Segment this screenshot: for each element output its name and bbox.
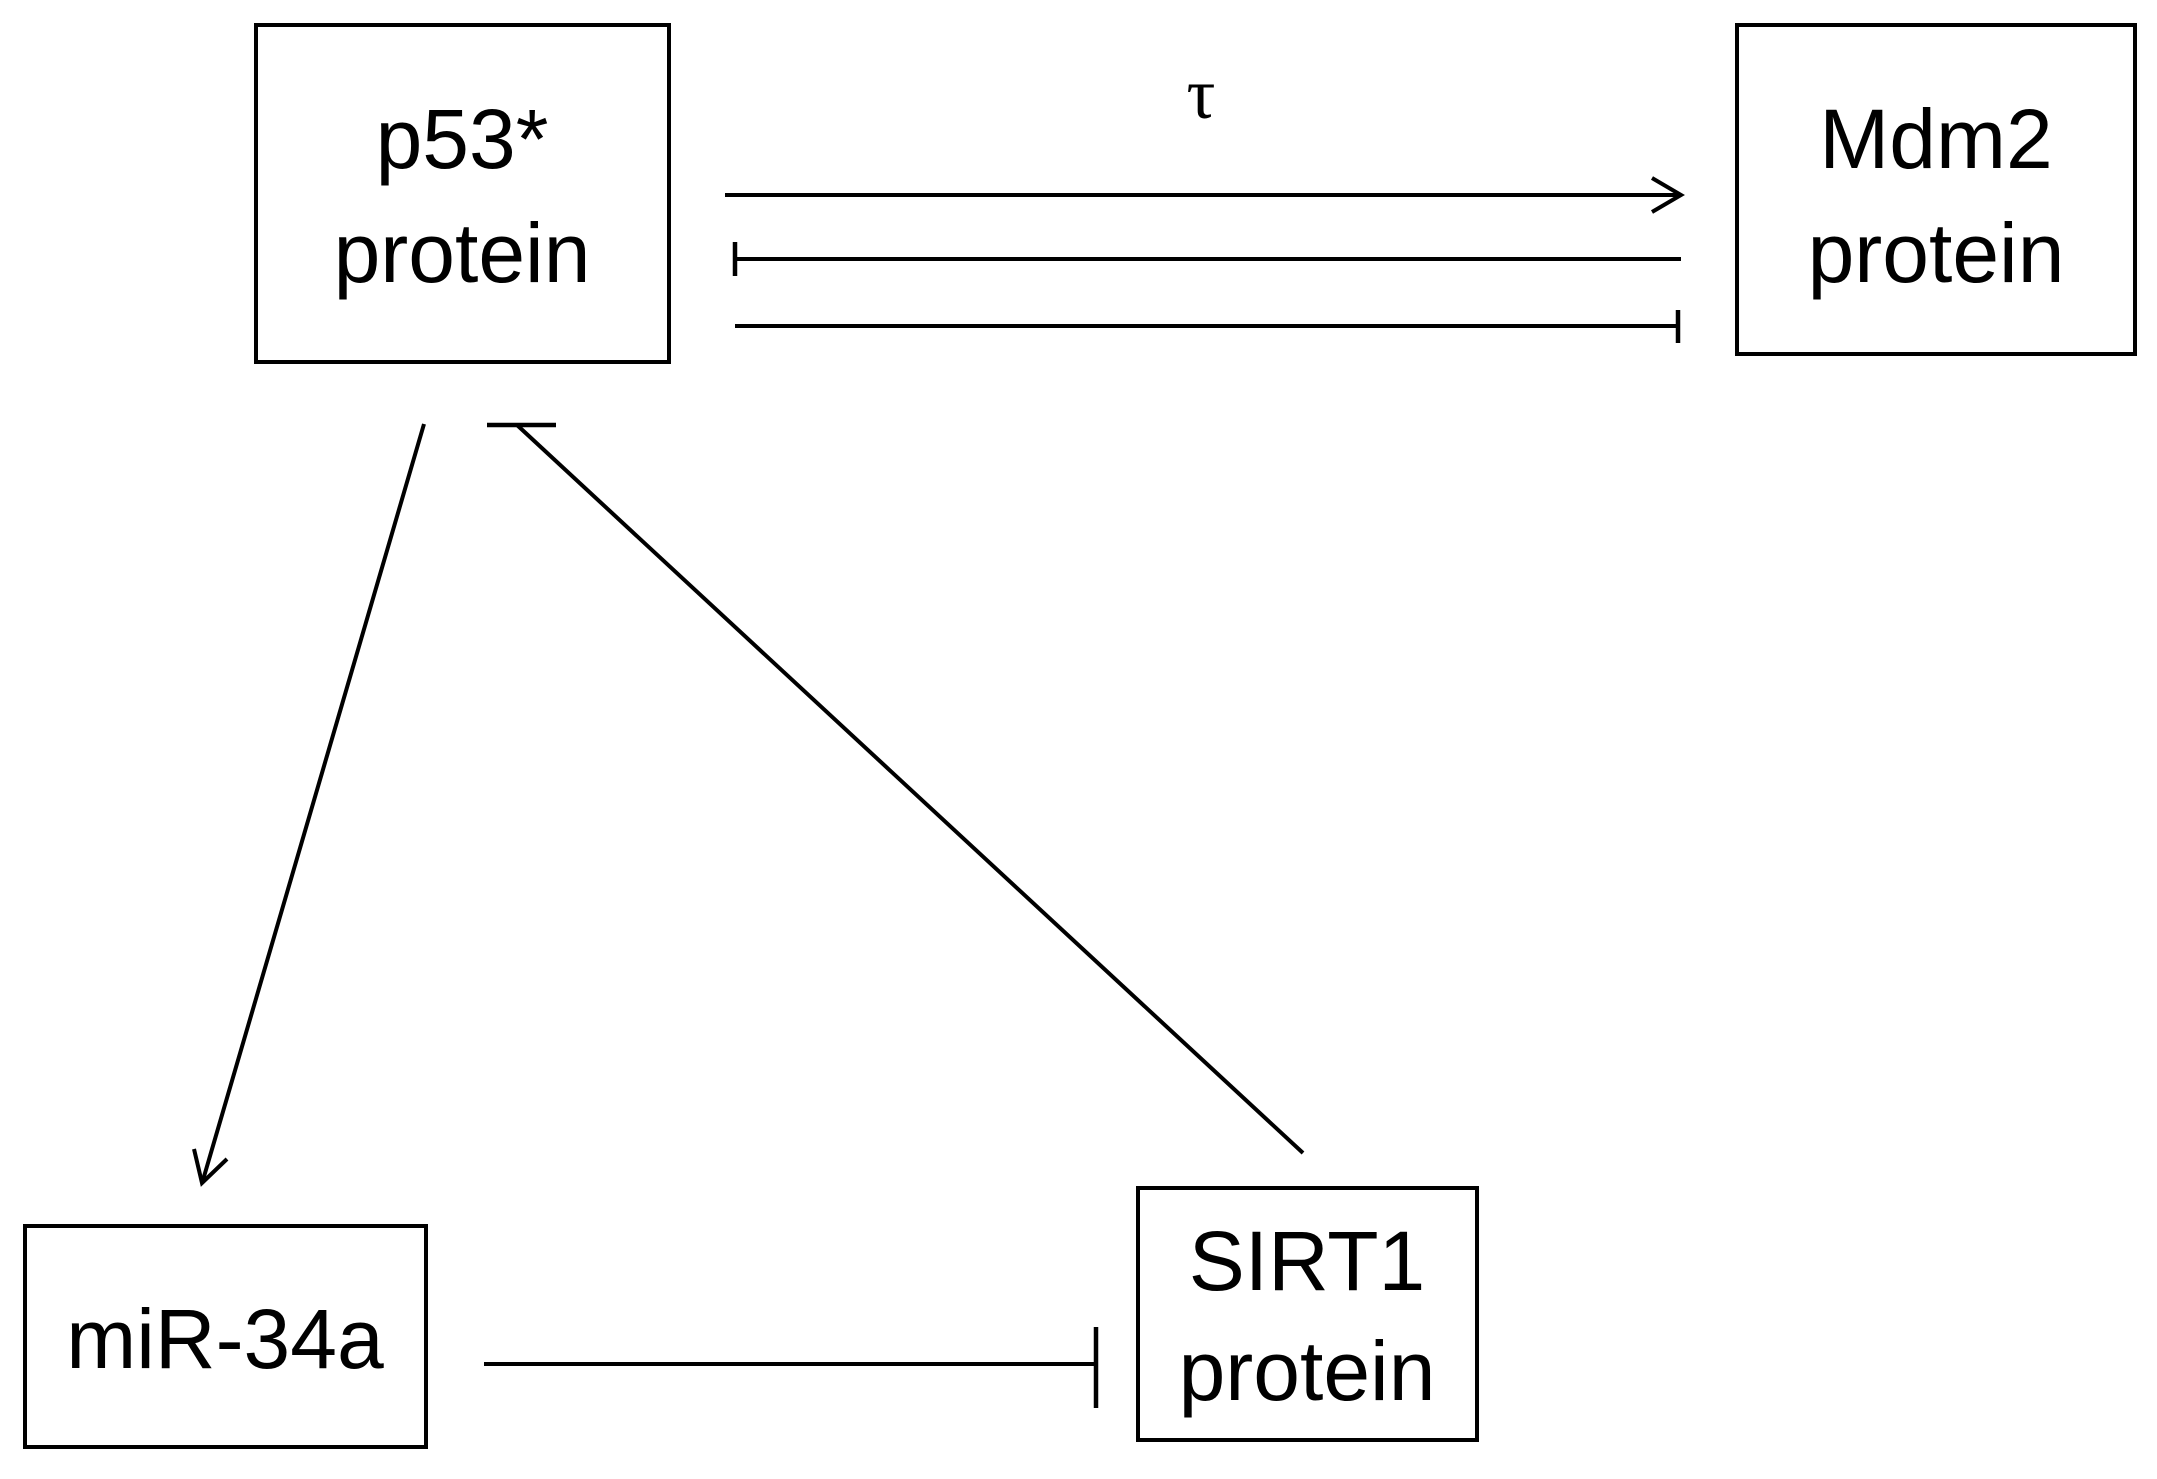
node-p53-protein: p53* protein bbox=[254, 23, 671, 364]
edge-p53-activates-mdm2 bbox=[725, 176, 1685, 214]
node-mir34a: miR-34a bbox=[23, 1224, 428, 1449]
edge-sirt1-p53-shaft bbox=[515, 423, 1305, 1155]
node-mdm2-label-line1: Mdm2 bbox=[1819, 92, 2052, 186]
node-mir34a-label: miR-34a bbox=[66, 1292, 384, 1386]
node-p53-box bbox=[254, 23, 671, 364]
edge-p53-mir34a-arrow-shaft bbox=[201, 423, 426, 1181]
edge-sirt1-inhibits-p53 bbox=[487, 422, 1305, 1155]
edge-label-delay-tau: τ bbox=[1187, 54, 1216, 134]
edge-mir34a-inhibits-sirt1 bbox=[484, 1327, 1099, 1408]
node-sirt1-label-line1: SIRT1 bbox=[1189, 1214, 1426, 1308]
node-mdm2-label-line2: protein bbox=[1808, 206, 2065, 300]
node-sirt1-label-line2: protein bbox=[1179, 1324, 1436, 1418]
node-mir34a-box bbox=[23, 1224, 428, 1449]
edge-p53-activates-mir34a bbox=[192, 423, 426, 1187]
edge-mdm2-inhibits-p53 bbox=[732, 242, 1681, 276]
node-mdm2-box bbox=[1735, 23, 2137, 356]
node-sirt1-box bbox=[1136, 1186, 1479, 1442]
edge-p53-mir34a-arrowhead bbox=[192, 1148, 229, 1187]
edge-p53-inhibits-mdm2 bbox=[735, 310, 1681, 343]
node-sirt1-protein: SIRT1 protein bbox=[1136, 1186, 1479, 1442]
edge-p53-mdm2-arrowhead bbox=[1650, 176, 1685, 214]
node-p53-label-line1: p53* bbox=[376, 92, 549, 186]
node-mdm2-protein: Mdm2 protein bbox=[1735, 23, 2137, 356]
node-p53-label-line2: protein bbox=[334, 206, 591, 300]
